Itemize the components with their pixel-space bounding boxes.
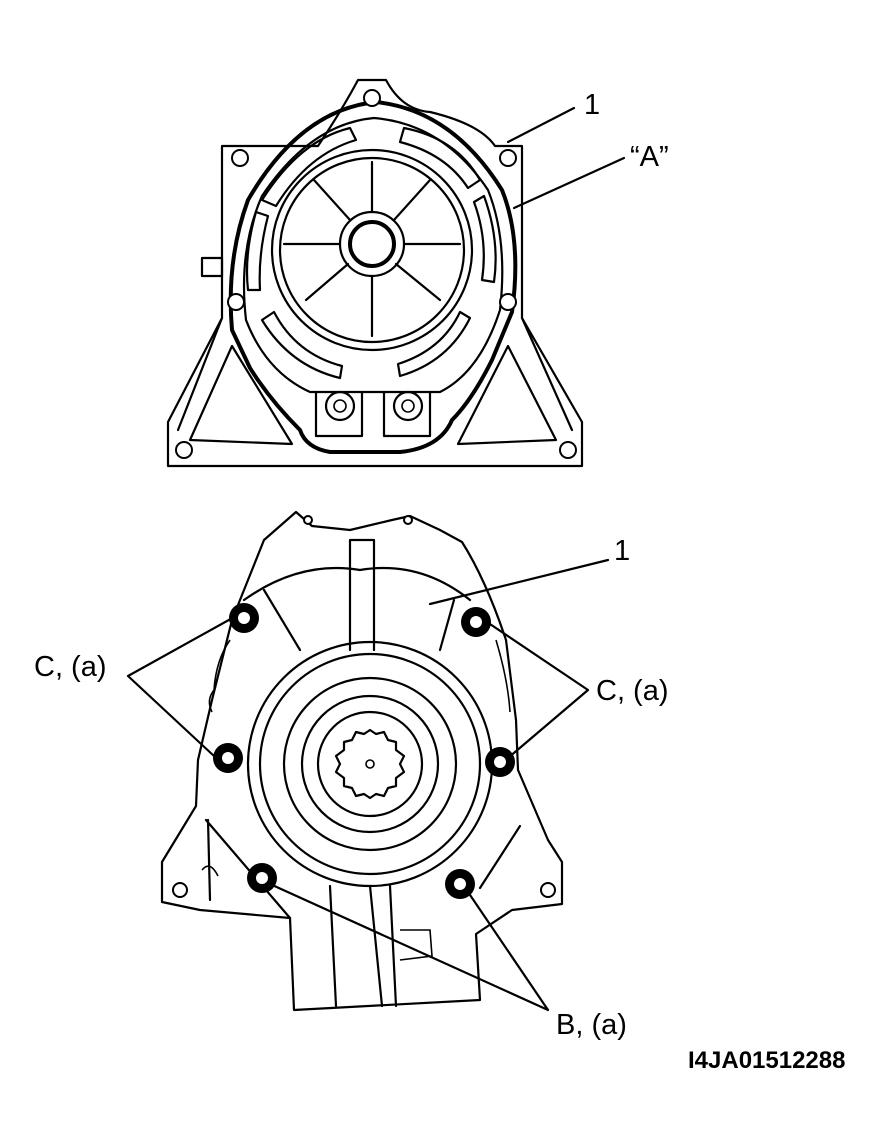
case-hole-right [540, 882, 556, 898]
case-arch [242, 566, 472, 602]
cover-disc [270, 148, 474, 352]
top-cover-view: 1 “A” [166, 78, 669, 468]
cover-hole-bottom-right [559, 441, 577, 459]
cover-hole-mid-left [227, 293, 245, 311]
case-hole-left [172, 882, 188, 898]
lower-boss-left [324, 390, 356, 422]
right-web-panel [456, 344, 558, 446]
label-bottom-part: 1 [614, 535, 630, 567]
right-corner-web [520, 316, 574, 432]
leader-c-right [482, 618, 590, 760]
slot-right [472, 194, 497, 284]
case-wavy-right [495, 639, 511, 713]
case-flange-ring4 [300, 694, 440, 834]
lower-boss-frame [314, 390, 432, 438]
leader-top-part [506, 106, 576, 144]
cover-disc-inner [278, 156, 466, 344]
lower-boss-right [392, 390, 424, 422]
cover-hole-top [363, 89, 381, 107]
case-diagonal-right [438, 598, 456, 652]
shaft-center [365, 759, 375, 769]
case-lower-right [478, 824, 522, 890]
case-wavy-left [208, 639, 231, 713]
case-lower-left [204, 818, 292, 920]
bolt-c-upper-left [229, 603, 259, 633]
case-lower-channel [328, 884, 398, 1008]
cover-hole-top-right [499, 149, 517, 167]
left-corner-web [176, 316, 224, 432]
bolt-c-lower-left [213, 743, 243, 773]
bolt-c-upper-right [461, 607, 491, 637]
leader-bottom-part [428, 558, 610, 606]
cover-ribs [282, 160, 462, 338]
bottom-case-view: 1 C, (a) C, (a) B, (a) [34, 510, 669, 1041]
figure-code: I4JA01512288 [688, 1047, 845, 1074]
leader-b [268, 882, 550, 1012]
case-lower-detail [399, 929, 433, 961]
slot-top-right [398, 126, 482, 190]
sealant-bead-a [228, 100, 518, 454]
case-hole-top-left [303, 515, 313, 525]
label-c-right: C, (a) [596, 675, 669, 707]
case-top-ridge [348, 538, 376, 652]
leader-gasket [512, 156, 626, 210]
cover-hole-bottom-left [175, 441, 193, 459]
left-web-panel [188, 344, 294, 446]
label-b: B, (a) [556, 1009, 627, 1041]
cover-hub-inner [348, 220, 396, 268]
slot-top-left [260, 126, 358, 208]
case-flange-ring5 [316, 710, 424, 818]
bolt-c-lower-right [485, 747, 515, 777]
case-lower-notch [201, 865, 219, 877]
lower-boss-right-hole [401, 399, 415, 413]
label-top-part: 1 [584, 89, 600, 121]
label-gasket: “A” [630, 141, 669, 173]
case-flange-ring3 [282, 676, 458, 852]
cover-plate-outline [166, 78, 584, 468]
case-outline [160, 510, 564, 1012]
case-flange-ring2 [258, 652, 482, 876]
slot-bottom-right [396, 310, 472, 378]
slot-left [245, 210, 270, 292]
bolt-b-left [247, 863, 277, 893]
spline-shaft [334, 728, 406, 800]
lower-boss-left-hole [333, 399, 347, 413]
cover-hole-top-left [231, 149, 249, 167]
leader-c-left [126, 614, 238, 758]
side-tab [200, 256, 224, 278]
slot-bottom-left [260, 310, 344, 380]
label-c-left: C, (a) [34, 651, 107, 683]
cover-inner-rim [242, 116, 504, 394]
case-diagonal-left [262, 588, 302, 652]
cover-hole-mid-right [499, 293, 517, 311]
case-hole-top-right [403, 515, 413, 525]
